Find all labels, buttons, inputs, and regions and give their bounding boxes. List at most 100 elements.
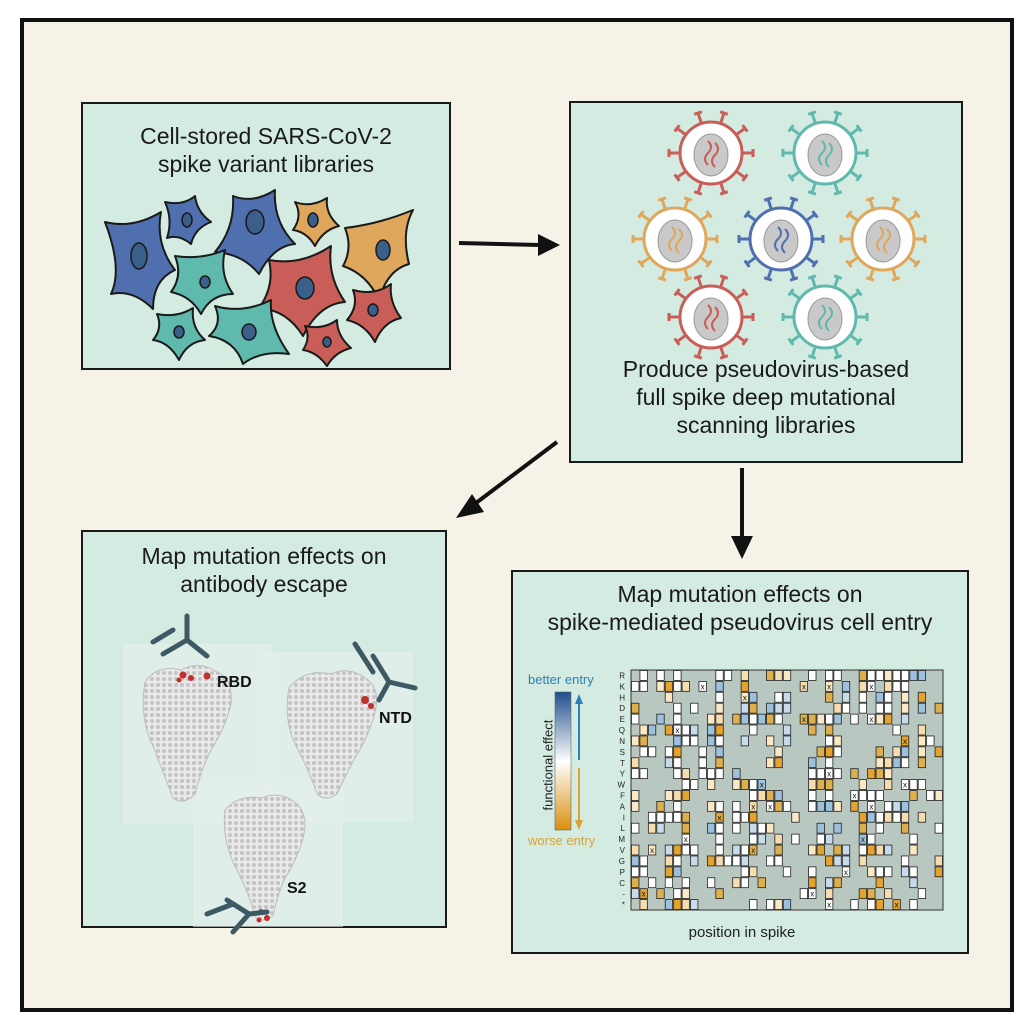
heatmap-cell — [749, 801, 758, 812]
heatmap-cell — [706, 713, 716, 725]
heatmap-cell — [774, 801, 783, 812]
heatmap-cell — [850, 790, 859, 801]
heatmap-cell — [909, 670, 918, 681]
wildtype-marker: x — [903, 781, 907, 790]
heatmap-cell — [673, 844, 682, 856]
heatmap-cell — [909, 899, 918, 910]
legend-better: better entry — [528, 672, 594, 687]
heatmap-cell — [858, 691, 868, 703]
heatmap-cell — [909, 877, 918, 889]
entry-heatmap: RKHDEQNSTYWFAILMVGPC-*xxxxxxxxxxxxxxxxxx… — [554, 669, 944, 911]
heatmap-cell — [875, 746, 884, 758]
heatmap-cell — [774, 790, 783, 801]
heatmap-cell — [706, 801, 716, 812]
heatmap-cell — [875, 866, 884, 878]
heatmap-cell — [884, 691, 893, 703]
row-label: N — [619, 737, 625, 746]
heatmap-cell — [900, 670, 910, 681]
heatmap-cell — [816, 844, 825, 856]
heatmap-cell — [816, 822, 825, 834]
heatmap-cell — [808, 888, 817, 899]
wildtype-marker: x — [852, 792, 856, 801]
heatmap-cell — [934, 855, 943, 867]
heatmap-cell — [706, 877, 716, 889]
heatmap-cell — [690, 735, 699, 747]
heatmap-cell — [664, 681, 674, 692]
heatmap-cell — [732, 877, 741, 889]
heatmap-cell — [808, 844, 817, 856]
heatmap-cell — [749, 702, 758, 714]
wildtype-marker: x — [642, 890, 646, 899]
heatmap-cell — [875, 844, 884, 856]
heatmap-cell — [631, 877, 640, 889]
heatmap-cell — [934, 790, 943, 801]
heatmap-cell — [715, 833, 724, 845]
row-label: D — [619, 704, 625, 713]
pseudovirus-particle — [737, 196, 825, 282]
row-label: Q — [619, 726, 625, 735]
heatmap-cell — [673, 855, 682, 867]
heatmap-cell — [884, 801, 893, 812]
heatmap-cell — [833, 822, 842, 834]
heatmap-cell — [690, 779, 699, 790]
heatmap-cell — [917, 735, 927, 747]
heatmap-cell — [673, 713, 682, 725]
heatmap-cell — [715, 670, 724, 681]
heatmap-cell — [698, 681, 707, 692]
heatmap-cell — [917, 757, 927, 769]
heatmap-cell — [782, 702, 792, 714]
heatmap-cell — [867, 833, 876, 845]
heatmap-cell — [917, 888, 927, 899]
heatmap-cell — [639, 735, 648, 747]
heatmap-cell — [740, 691, 749, 703]
heatmap-cell — [723, 855, 733, 867]
heatmap-cell — [740, 681, 749, 692]
heatmap-cell — [639, 888, 648, 899]
heatmap-cell — [647, 877, 657, 889]
panel-cell-libraries-title: Cell-stored SARS-CoV-2 spike variant lib… — [140, 123, 392, 177]
heatmap-cell — [875, 702, 884, 714]
heatmap-cell — [639, 670, 648, 681]
heatmap-cell — [647, 746, 657, 758]
heatmap-cell — [706, 855, 716, 867]
heatmap-cell — [740, 866, 749, 878]
heatmap-cell — [639, 768, 648, 779]
wildtype-marker: x — [869, 682, 873, 691]
heatmap-cell — [715, 757, 724, 769]
heatmap-cell — [774, 702, 783, 714]
heatmap-cell — [934, 822, 943, 834]
heatmap-cell — [723, 670, 733, 681]
heatmap-cell — [900, 866, 910, 878]
wildtype-marker: x — [903, 737, 907, 746]
heatmap-cell — [909, 833, 918, 845]
heatmap-cell — [825, 779, 834, 790]
heatmap-cell — [732, 801, 741, 812]
heatmap-cell — [867, 888, 876, 899]
heatmap-cell — [681, 779, 690, 790]
heatmap-cell — [884, 779, 893, 790]
spike-structures — [123, 613, 418, 935]
heatmap-cell — [917, 779, 927, 790]
heatmap-cell — [681, 735, 690, 747]
heatmap-cell — [825, 670, 834, 681]
heatmap-cell — [858, 790, 868, 801]
heatmap-cell — [664, 811, 674, 823]
heatmap-cell — [656, 822, 665, 834]
heatmap-cell — [681, 899, 690, 910]
heatmap-cell — [664, 724, 674, 736]
heatmap-cell — [825, 757, 834, 769]
heatmap-cell — [884, 681, 893, 692]
row-label: W — [617, 781, 625, 790]
heatmap-cell — [833, 746, 842, 758]
heatmap-cell — [900, 779, 910, 790]
heatmap-cell — [808, 779, 817, 790]
heatmap-cell — [867, 670, 876, 681]
heatmap-cell — [892, 670, 901, 681]
heatmap-cell — [934, 746, 943, 758]
heatmap-cell — [875, 768, 884, 779]
heatmap-cell — [715, 724, 724, 736]
heatmap-cell — [884, 670, 893, 681]
heatmap-cell — [766, 735, 775, 747]
heatmap-cell — [841, 844, 851, 856]
row-label: Y — [620, 770, 626, 779]
